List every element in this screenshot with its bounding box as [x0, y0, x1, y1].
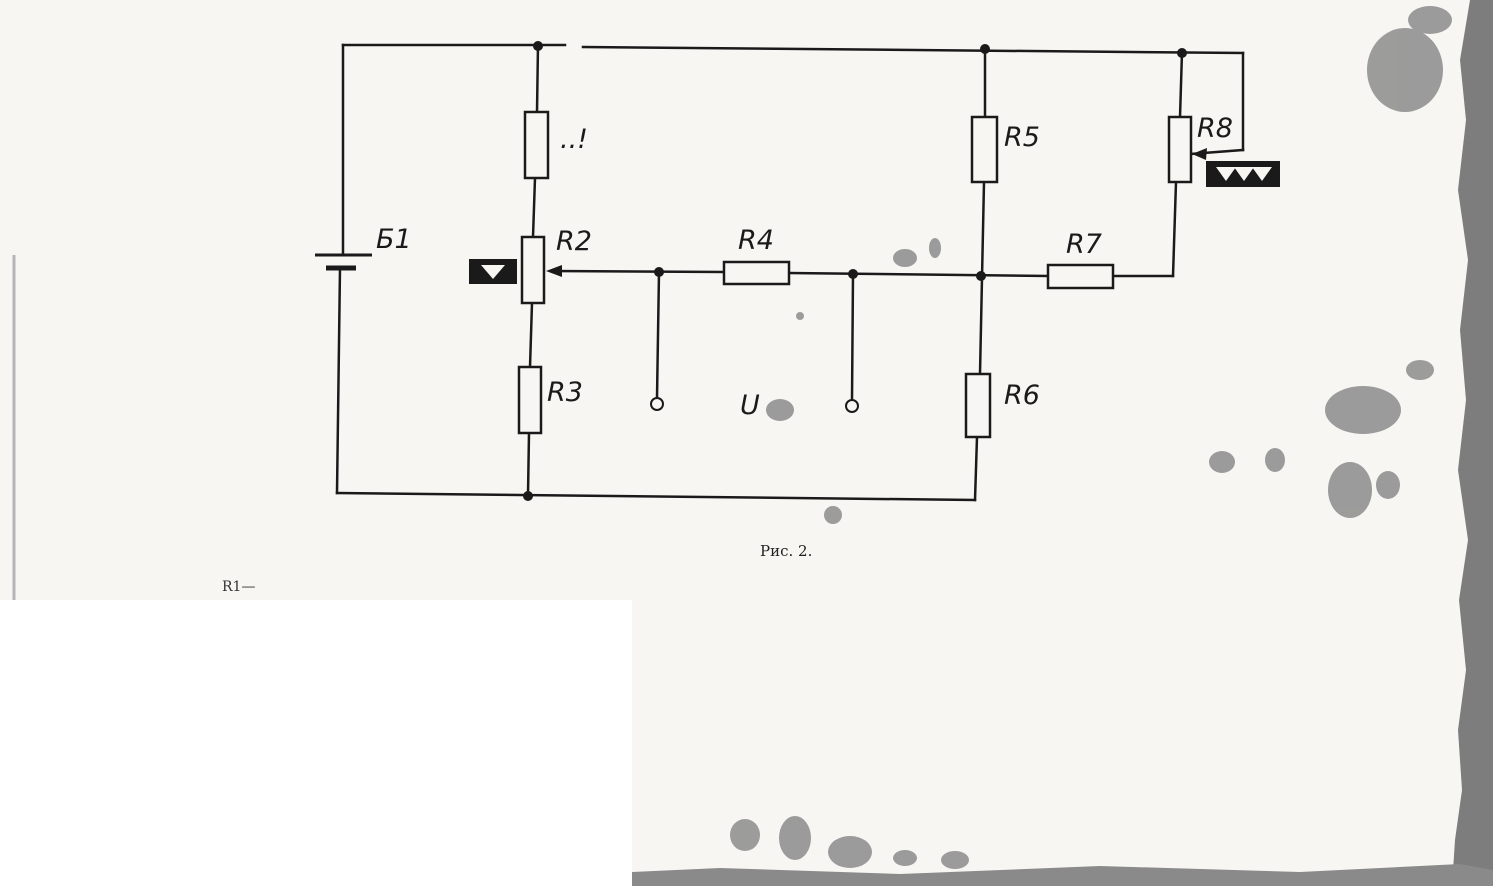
resistor-r1	[523, 110, 550, 180]
resistor-r8	[1167, 115, 1193, 184]
battery-b1	[315, 253, 372, 271]
paper-upper	[0, 0, 1493, 600]
bottom-rail	[335, 491, 977, 502]
r3-bottom-wire	[526, 431, 531, 497]
label-output-u: U	[740, 390, 760, 421]
label-r3: R3	[547, 377, 583, 408]
r8-top-wire	[1178, 50, 1184, 119]
blank-region	[0, 600, 632, 886]
paper-lower	[632, 600, 1493, 886]
resistors	[517, 110, 1193, 439]
label-r1: ..!	[560, 124, 588, 155]
label-r2: R2	[556, 226, 592, 257]
resistor-r6	[964, 372, 992, 439]
r1-r2-wire	[531, 176, 537, 239]
label-r6: R6	[1004, 380, 1040, 411]
resistor-r7	[1046, 263, 1115, 290]
r2-adjust-marker	[469, 259, 517, 284]
torn-right-edge	[1452, 0, 1493, 886]
label-r5: R5	[1004, 122, 1040, 153]
output-terminal-right-wire	[850, 272, 855, 402]
resistor-r2	[520, 235, 546, 305]
top-rail-right	[581, 45, 1245, 55]
r2-r3-wire	[528, 301, 534, 369]
output-terminal-left-wire	[655, 270, 661, 400]
r8-adjust-marker	[1206, 161, 1280, 187]
footnote-text: R1—	[222, 579, 255, 595]
output-terminals	[650, 397, 859, 413]
resistor-r3	[517, 365, 543, 435]
r2-wiper-to-r4-wire	[550, 269, 726, 274]
label-r4: R4	[738, 225, 774, 256]
junction-dots	[523, 41, 1187, 501]
figure-caption: Рис. 2.	[760, 542, 812, 560]
bottom-scan-strip	[632, 864, 1493, 886]
r4-to-r7-wire	[787, 271, 1050, 278]
resistor-r4	[722, 260, 791, 286]
r1-top-wire	[535, 43, 540, 114]
r6-bottom-wire	[973, 435, 979, 502]
label-battery-b1: Б1	[376, 224, 412, 255]
ink-stains	[730, 6, 1452, 869]
label-r8: R8	[1197, 113, 1233, 144]
resistor-r5	[970, 115, 999, 184]
r8-wiper-arrow	[1192, 148, 1207, 160]
circuit-wires	[335, 43, 1245, 502]
battery-bottom-wire	[335, 266, 342, 495]
label-r7: R7	[1066, 229, 1102, 260]
r8-bottom-wire	[1171, 180, 1178, 278]
r2-wiper-arrow	[546, 265, 562, 277]
